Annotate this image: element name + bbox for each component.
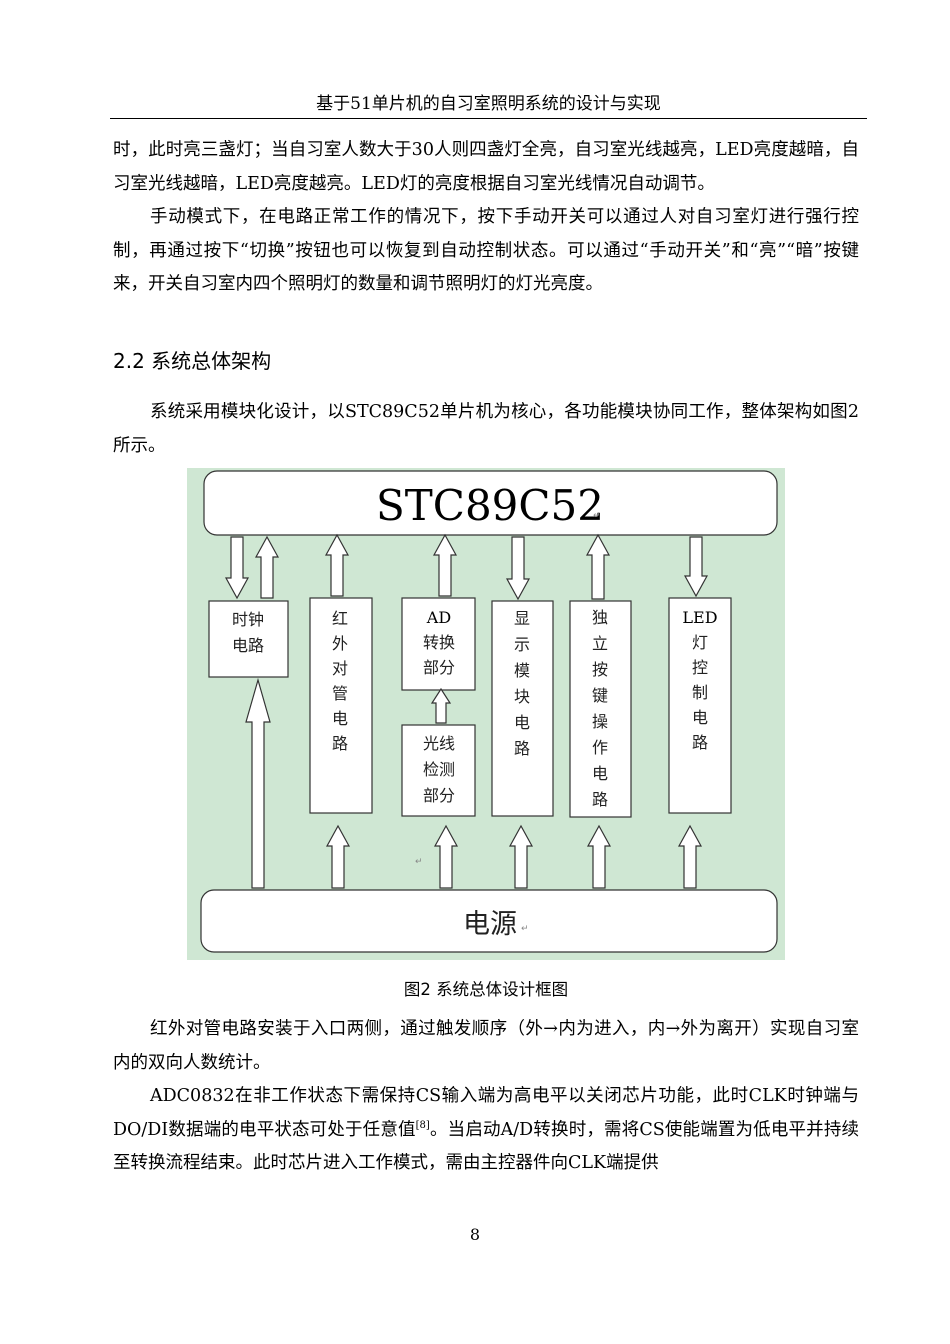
- arrow-clock-to-mcu: [254, 535, 280, 599]
- edit-mark: ↵: [415, 857, 423, 867]
- infrared-label-line: 红: [332, 609, 348, 628]
- clock-circuit-box: [208, 600, 289, 678]
- figure-caption: 图2 系统总体设计框图: [403, 980, 569, 999]
- clock-label-line: 电路: [232, 636, 264, 655]
- running-header: 基于51单片机的自习室照明系统的设计与实现: [316, 94, 661, 114]
- arrow-mcu-to-clock: [224, 536, 250, 600]
- keys-label-line: 按: [592, 660, 608, 679]
- keys-label-line: 独: [592, 608, 608, 627]
- infrared-label-line: 外: [332, 634, 348, 653]
- infrared-label-line: 对: [332, 659, 348, 678]
- power-block: 电源 ↵: [200, 889, 778, 953]
- ad-label-line: 部分: [423, 658, 455, 677]
- paragraph-4: 红外对管电路安装于入口两侧，通过触发顺序（外→内为进入，内→外为离开）实现自习室…: [113, 1019, 859, 1073]
- arrow-light-to-ad: [430, 687, 452, 724]
- page-number: 8: [469, 1225, 481, 1244]
- display-label-line: 示: [514, 635, 530, 654]
- arrow-power-to-clock: [245, 677, 271, 889]
- infrared-label-line: 电: [332, 709, 348, 728]
- arrow-power-to-led: [677, 824, 703, 889]
- infrared-circuit-box: [309, 597, 373, 814]
- arrow-power-to-light: [433, 824, 459, 889]
- ad-converter-box: [401, 597, 476, 691]
- display-label-line: 模: [514, 661, 530, 680]
- arrow-power-to-display: [508, 824, 534, 889]
- led-label-line: 电: [692, 708, 708, 727]
- arrow-power-to-keys: [586, 824, 612, 889]
- paragraph-5: ADC0832在非工作状态下需保持CS输入端为高电平以关闭芯片功能，此时CLK时…: [113, 1080, 859, 1181]
- display-label-line: 显: [514, 609, 530, 628]
- keys-label-line: 立: [592, 634, 608, 653]
- led-label-line: 制: [692, 683, 708, 702]
- keys-label-line: 键: [592, 686, 608, 705]
- display-label-line: 块: [514, 687, 530, 706]
- led-label-line: LED: [682, 608, 717, 627]
- arrow-infrared-to-mcu: [324, 533, 350, 597]
- paragraph-2: 手动模式下，在电路正常工作的情况下，按下手动开关可以通过人对自习室灯进行强行控制…: [113, 207, 859, 294]
- ad-label-line: AD: [426, 608, 451, 627]
- led-label-line: 控: [692, 658, 708, 677]
- infrared-label-line: 路: [332, 734, 348, 753]
- header-rule: [110, 118, 867, 119]
- display-module-box: [491, 600, 554, 817]
- citation-ref[interactable]: [8]: [415, 1119, 430, 1131]
- keys-label-line: 作: [592, 738, 608, 757]
- keys-label-line: 路: [592, 790, 608, 809]
- section-heading: 2.2 系统总体架构: [113, 349, 272, 373]
- edit-mark: ↵: [521, 924, 529, 934]
- led-control-box: [668, 597, 732, 814]
- light-label-line: 光线: [423, 734, 455, 753]
- edit-mark: ↵: [593, 511, 601, 521]
- power-label: 电源: [463, 909, 517, 940]
- display-label-line: 电: [514, 713, 530, 732]
- arrow-mcu-to-led: [683, 536, 709, 598]
- led-label-line: 灯: [692, 633, 708, 652]
- key-circuit-box: [569, 600, 632, 818]
- arrow-power-to-infrared: [325, 824, 351, 889]
- mcu-block: STC89C52 ↵: [203, 470, 778, 536]
- arrow-layer: [224, 533, 709, 889]
- arrow-mcu-to-display: [505, 536, 531, 601]
- clock-label-line: 时钟: [232, 610, 264, 629]
- module-labels: 时钟电路红外对管电路AD转换部分光线检测部分显示模块电路独立按键操作电路LED灯…: [232, 608, 718, 809]
- paragraph-5-text-a: ADC0832在非工作状态下需保持CS输入端为高电平以关闭芯片功能，此时CLK时…: [113, 1086, 859, 1140]
- keys-label-line: 电: [592, 764, 608, 783]
- arrow-keys-to-mcu: [585, 533, 611, 600]
- paragraph-3: 系统采用模块化设计，以STC89C52单片机为核心，各功能模块协同工作，整体架构…: [113, 402, 859, 456]
- display-label-line: 路: [514, 739, 530, 758]
- infrared-label-line: 管: [332, 684, 348, 703]
- light-detect-box: [401, 724, 476, 817]
- light-label-line: 部分: [423, 786, 455, 805]
- keys-label-line: 操: [592, 712, 608, 731]
- paragraph-1: 时，此时亮三盏灯；当自习室人数大于30人则四盏灯全亮，自习室光线越亮，LED亮度…: [113, 140, 859, 194]
- arrow-ad-to-mcu: [432, 533, 458, 597]
- ad-label-line: 转换: [423, 633, 455, 652]
- led-label-line: 路: [692, 733, 708, 752]
- paragraph-5-text-b: 。当启动A/D转换时，需将CS使能端置为低电平并持续至转换流程结束。此时芯片进入…: [113, 1119, 859, 1174]
- light-label-line: 检测: [423, 760, 455, 779]
- mcu-label: STC89C52: [376, 481, 604, 530]
